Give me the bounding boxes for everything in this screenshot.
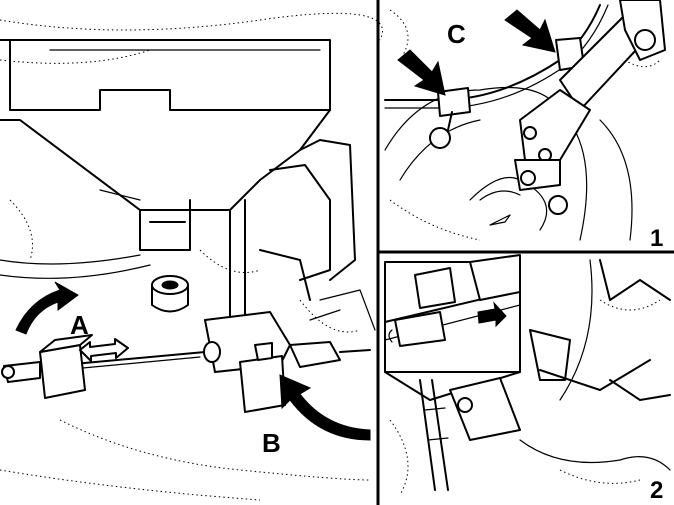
inset-2: 2: [384, 254, 671, 504]
double-arrow-a: [79, 338, 129, 362]
inset-1-number: 1: [650, 225, 663, 252]
inset-2-number: 2: [650, 477, 663, 504]
inset-2-background: [389, 299, 661, 496]
bushing-part: [151, 275, 189, 313]
arrow-c-right: [504, 9, 556, 53]
cable-mount-bracket: [203, 311, 371, 413]
cable-end-bracket: [1, 334, 93, 399]
inset-1: C 1: [384, 0, 666, 252]
callout-c-label: C: [447, 19, 466, 49]
curved-arrow-a: [15, 281, 79, 335]
callout-b-label: B: [262, 428, 281, 458]
dashboard-housing: [0, 39, 376, 331]
callout-a-label: A: [70, 310, 89, 340]
curved-arrow-b: [279, 374, 371, 441]
arrow-c-left: [397, 49, 446, 96]
push-arrow: [477, 301, 507, 328]
main-illustration: A B: [0, 12, 383, 501]
